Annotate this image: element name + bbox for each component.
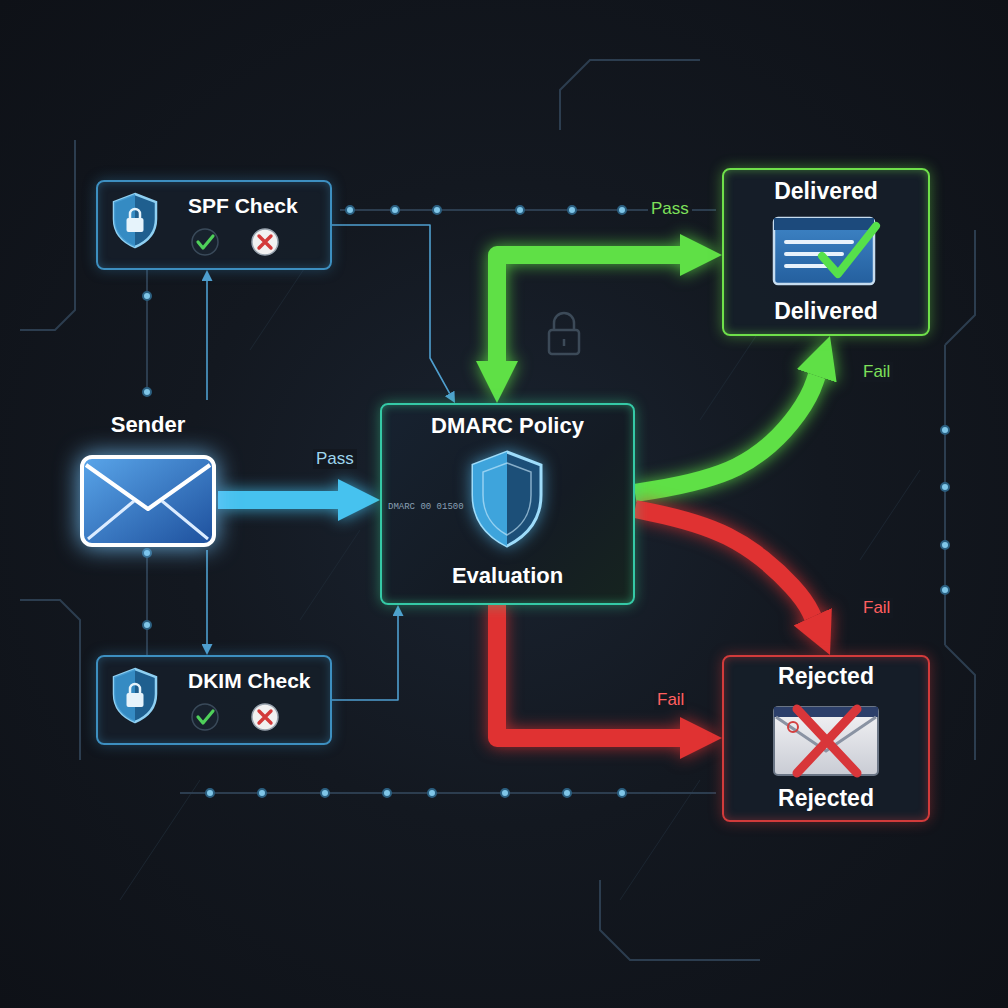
node-label: Rejected [778, 785, 874, 811]
envelope-icon [82, 457, 214, 545]
pass-mark [192, 704, 218, 730]
code-text: DMARC 00 01500 [388, 503, 464, 513]
shield-icon [114, 669, 156, 722]
edge-label: Fail [860, 598, 893, 618]
circuit-trace [20, 60, 975, 960]
flow-arrow [635, 509, 813, 617]
node-label: Evaluation [452, 563, 563, 588]
edge-label: Pass [648, 199, 692, 219]
rejected-icon [774, 707, 878, 775]
node-icon [771, 699, 881, 779]
edge-label: Pass [313, 449, 357, 469]
pass-mark [192, 229, 218, 255]
result-box: DeliveredDelivered [722, 168, 930, 336]
circuit-dot [143, 206, 949, 797]
check-link [332, 225, 450, 393]
edge-label: Fail [654, 690, 687, 710]
check-link [206, 550, 208, 644]
edge-label: Fail [860, 362, 893, 382]
check-box: SPF Check [96, 180, 332, 270]
node-label: Sender [111, 412, 186, 437]
node-label: DMARC Policy [431, 413, 584, 438]
node-label: Delivered [774, 298, 878, 324]
sender-node: Sender [78, 400, 218, 550]
flow-arrow [497, 255, 680, 361]
delivered-icon [774, 218, 876, 284]
node-label: Rejected [778, 663, 874, 689]
fail-mark [252, 229, 278, 255]
node-label: DKIM Check [188, 669, 311, 693]
check-link [332, 616, 398, 700]
flow-arrow [497, 605, 680, 738]
policy-box: DMARC PolicyEvaluation [380, 403, 635, 605]
node-label: Delivered [774, 178, 878, 204]
node-icon [96, 180, 332, 270]
node-icon [467, 449, 547, 549]
policy-shield [473, 452, 541, 546]
node-icon [96, 655, 332, 745]
shield-icon [114, 194, 156, 247]
check-link [206, 281, 208, 400]
diagonal-streaks [120, 230, 920, 900]
padlock-symbol [549, 313, 579, 354]
check-box: DKIM Check [96, 655, 332, 745]
node-label: SPF Check [188, 194, 298, 218]
fail-mark [252, 704, 278, 730]
flow-arrow [218, 491, 338, 509]
node-icon [80, 455, 216, 547]
result-box: RejectedRejected [722, 655, 930, 822]
flow-arrow [635, 376, 817, 493]
node-icon [772, 216, 882, 288]
